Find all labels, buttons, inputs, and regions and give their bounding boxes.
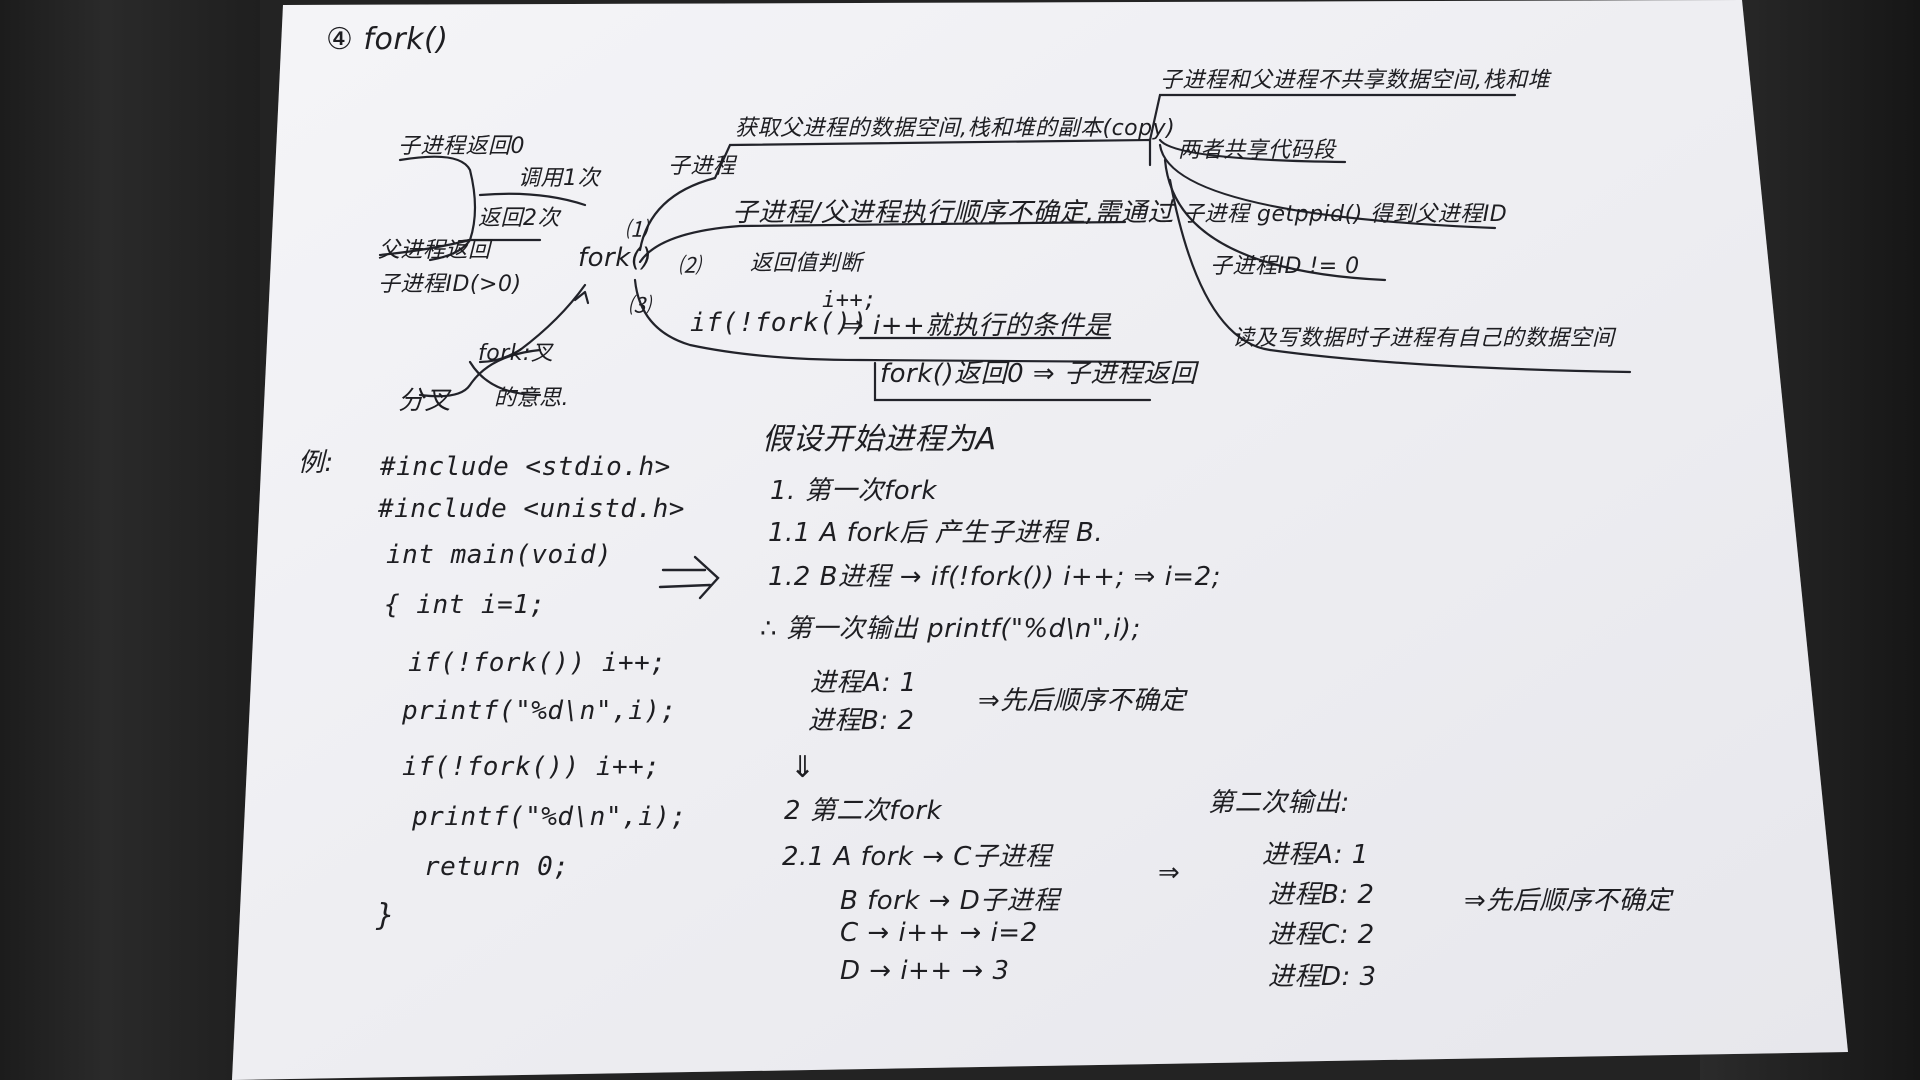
far-right-top: [1148, 93, 1517, 142]
analysis-step-1: 1. 第一次fork: [770, 476, 937, 506]
note-branch: 分叉: [398, 386, 452, 416]
code-line-8: printf("%d\n",i);: [412, 802, 687, 832]
right-branch-1: [638, 138, 1152, 252]
num-3: ⑶: [628, 294, 651, 319]
left-branch-parent: [378, 238, 472, 257]
note-getppid: 子进程 getppid() 得到父进程ID: [1182, 202, 1508, 227]
note-child-label: 子进程: [668, 154, 736, 179]
code-line-10: }: [376, 898, 395, 933]
desk-left: [0, 0, 260, 1080]
note-parent-return: 父进程返回: [378, 238, 491, 263]
analysis-step-2: 2 第二次fork: [784, 796, 943, 826]
num-1: ⑴: [625, 218, 648, 243]
example-label: 例:: [298, 448, 334, 478]
far-right-share: [1158, 138, 1347, 164]
analysis-step-1-3: ∴ 第一次输出 printf("%d\n",i);: [760, 614, 1141, 644]
note-child-return: 子进程返回0: [398, 134, 525, 159]
left-branch-call: [478, 192, 587, 207]
analysis-assume: 假设开始进程为A: [762, 422, 997, 457]
note-get-copy: 获取父进程的数据空间,栈和堆的副本(copy): [735, 116, 1176, 141]
note-share-code: 两者共享代码段: [1178, 138, 1336, 163]
code-line-7: if(!fork()) i++;: [402, 752, 661, 782]
far-right-getppid: [1158, 143, 1497, 230]
analysis-implies: ⇒: [1158, 858, 1181, 888]
left-branch-meaning: [468, 360, 542, 397]
note-fork-fork: fork:叉: [478, 341, 554, 366]
code-line-4: { int i=1;: [384, 590, 546, 620]
note-read-write: 读及写数据时子进程有自己的数据空间: [1232, 326, 1615, 351]
implies-arrows: [658, 555, 720, 600]
output-proc-b: 进程B: 2: [1268, 880, 1375, 910]
code-line-6: printf("%d\n",i);: [402, 696, 677, 726]
code-line-1: #include <stdio.h>: [380, 452, 671, 482]
implies-arrow-main: [658, 555, 720, 600]
fork-center: fork(): [578, 243, 653, 273]
note-ipp: i++;: [822, 288, 877, 313]
note-ifnotfork: if(!fork()): [690, 308, 868, 338]
output-proc-a: 进程A: 1: [1262, 840, 1369, 870]
right-branch-3b: [873, 361, 1152, 402]
analysis-unsure-1: ⇒先后顺序不确定: [978, 686, 1186, 716]
output-proc-d: 进程D: 3: [1268, 962, 1377, 992]
analysis-step-2-4: D → i++ → 3: [840, 956, 1010, 986]
output-2-title: 第二次输出:: [1208, 788, 1350, 818]
left-branch-branch: [418, 348, 542, 398]
num-2: ⑵: [678, 254, 701, 279]
paper-shade: [232, 0, 1848, 1080]
note-fork-ret0: fork()返回0 ⇒ 子进程返回: [880, 359, 1197, 389]
far-right-read: [1168, 178, 1632, 374]
right-branch-3: [633, 278, 1152, 364]
note-call-once: 调用1次: [518, 166, 600, 191]
note-order: 子进程/父进程执行顺序不确定,需通过: [732, 198, 1175, 228]
analysis-step-2-3: C → i++ → i=2: [840, 918, 1038, 948]
note-return-check: 返回值判断: [750, 251, 863, 276]
analysis-step-2-1: 2.1 A fork → C子进程: [782, 842, 1052, 872]
analysis-step-1-2: 1.2 B进程 → if(!fork()) i++; ⇒ i=2;: [768, 562, 1221, 592]
note-ipp-arrow: ⇒ i++就执行的条件是: [842, 311, 1111, 341]
left-branch-top: [398, 155, 477, 262]
arrow-to-fork: [573, 290, 590, 305]
mindmap-lines: [378, 93, 1632, 402]
right-branch-2: [638, 220, 1127, 264]
note-child-pid: 子进程ID(>0): [378, 272, 522, 297]
code-line-5: if(!fork()) i++;: [408, 648, 667, 678]
analysis-down-arrow: ⇓: [790, 750, 816, 785]
analysis-proc-b: 进程B: 2: [808, 706, 915, 736]
analysis-proc-a: 进程A: 1: [810, 668, 917, 698]
page-title: ④ fork(): [326, 22, 449, 57]
note-no-share: 子进程和父进程不共享数据空间,栈和堆: [1160, 68, 1550, 93]
note-meaning: 的意思.: [494, 386, 569, 411]
analysis-step-2-2: B fork → D子进程: [840, 886, 1060, 916]
analysis-step-1-1: 1.1 A fork后 产生子进程 B.: [768, 518, 1104, 548]
analysis-unsure-2: ⇒先后顺序不确定: [1464, 886, 1672, 916]
output-proc-c: 进程C: 2: [1268, 920, 1375, 950]
note-return-twice: 返回2次: [478, 206, 560, 231]
code-line-9: return 0;: [424, 852, 570, 882]
left-branch-fork: [478, 283, 587, 364]
code-line-2: #include <unistd.h>: [378, 494, 685, 524]
note-pid-ne0: 子进程ID != 0: [1210, 254, 1360, 279]
code-line-3: int main(void): [386, 540, 613, 570]
